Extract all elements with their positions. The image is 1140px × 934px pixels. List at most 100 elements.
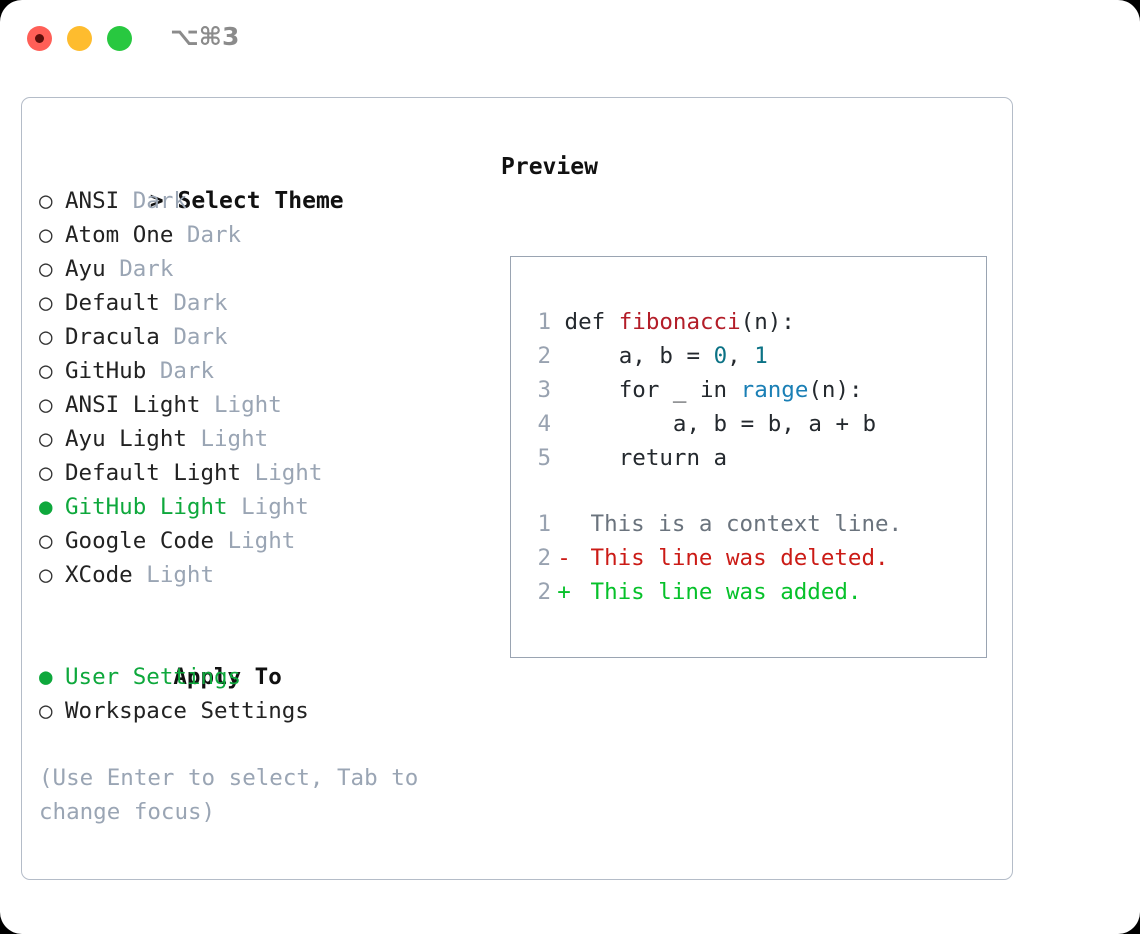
- theme-name: ANSI Light: [65, 392, 201, 418]
- diff-line-number: 2: [537, 545, 551, 571]
- theme-name-tag-gap: [228, 494, 242, 520]
- radio-unselected-icon: ○: [39, 290, 53, 316]
- diff-sign: +: [557, 579, 571, 605]
- theme-name: GitHub Light: [65, 494, 228, 520]
- theme-list-item[interactable]: ○Ayu Dark: [39, 252, 499, 286]
- apply-to-option-label: Workspace Settings: [65, 698, 309, 724]
- theme-category-tag: Light: [227, 528, 296, 554]
- minimize-window-icon[interactable]: [67, 26, 92, 51]
- maximize-window-icon[interactable]: [107, 26, 132, 51]
- apply-to-option[interactable]: ○ Workspace Settings: [39, 694, 499, 728]
- radio-unselected-icon: ○: [39, 528, 53, 554]
- prompt-caret: >: [149, 188, 178, 214]
- diff-line: 2+ This line was added.: [525, 575, 902, 609]
- title-bar: ⌥⌘3: [0, 0, 1140, 78]
- radio-unselected-icon: ○: [39, 256, 53, 282]
- theme-list-item[interactable]: ○Ayu Light Light: [39, 422, 499, 456]
- theme-list-column: > Select Theme ○ANSI Dark○Atom One Dark○…: [39, 150, 499, 728]
- theme-list-item[interactable]: ○ ANSI Light Light: [39, 388, 499, 422]
- radio-selected-icon: ●: [39, 664, 53, 690]
- preview-title: Preview: [501, 154, 598, 180]
- apply-to-options: ● User Settings ○ Workspace Settings: [39, 660, 499, 728]
- diff-gutter-gap: [577, 545, 591, 571]
- code-gutter-gap: [551, 411, 565, 437]
- theme-name: Default: [65, 290, 160, 316]
- theme-list-item[interactable]: ○GitHub Dark: [39, 354, 499, 388]
- radio-unselected-icon: ○: [39, 222, 53, 248]
- diff-sign: -: [557, 545, 571, 571]
- code-line-number: 5: [537, 445, 551, 471]
- code-gutter-gap: [551, 309, 565, 335]
- theme-name-tag-gap: [119, 188, 133, 214]
- code-token-plain: (n):: [808, 377, 863, 403]
- theme-list-item[interactable]: ○XCode Light: [39, 558, 499, 592]
- theme-name-tag-gap: [214, 528, 228, 554]
- theme-name: Dracula: [65, 324, 160, 350]
- theme-category-tag: Dark: [173, 290, 228, 316]
- code-line: 3 for _ in range(n):: [525, 373, 876, 407]
- theme-category-tag: Dark: [186, 222, 242, 248]
- code-token-num: 1: [754, 343, 768, 369]
- code-line-number: 1: [537, 309, 551, 335]
- theme-name: Ayu Light: [65, 426, 187, 452]
- preview-column: Preview 1 def fibonacci(n):2 a, b = 0, 1…: [501, 150, 1001, 658]
- theme-category-tag: Dark: [132, 188, 187, 214]
- diff-line-number: 2: [537, 579, 551, 605]
- close-window-icon[interactable]: [27, 26, 52, 51]
- radio-unselected-icon: ○: [39, 358, 53, 384]
- code-line: 1 def fibonacci(n):: [525, 305, 876, 339]
- theme-list-item[interactable]: ○ Google Code Light: [39, 524, 499, 558]
- theme-name: GitHub: [65, 358, 147, 384]
- apply-to-option-label: User Settings: [65, 664, 242, 690]
- theme-name: Google Code: [65, 528, 215, 554]
- radio-unselected-icon: ○: [39, 698, 53, 724]
- theme-category-tag: Dark: [119, 256, 174, 282]
- code-gutter-gap: [551, 343, 565, 369]
- theme-category-tag: Dark: [173, 324, 228, 350]
- diff-gutter-gap: [577, 579, 591, 605]
- code-token-plain: (n):: [740, 309, 795, 335]
- apply-to-header: Apply To: [39, 626, 499, 690]
- theme-list-item[interactable]: ○ Default Dark: [39, 286, 499, 320]
- diff-text: This is a context line.: [590, 511, 903, 537]
- theme-list-item[interactable]: ○Atom One Dark: [39, 218, 499, 252]
- main-panel: > Select Theme ○ANSI Dark○Atom One Dark○…: [21, 97, 1013, 880]
- theme-list-header: > Select Theme: [39, 150, 499, 214]
- theme-list-item[interactable]: ○Default Light Light: [39, 456, 499, 490]
- code-line: 2 a, b = 0, 1: [525, 339, 876, 373]
- keyboard-hint: (Use Enter to select, Tab to change focu…: [39, 765, 419, 825]
- theme-list-item[interactable]: ○Dracula Dark: [39, 320, 499, 354]
- diff-line-number: 1: [537, 511, 551, 537]
- theme-list-item[interactable]: ○ANSI Dark: [39, 184, 499, 218]
- theme-name: ANSI: [65, 188, 120, 214]
- radio-unselected-icon: ○: [39, 392, 53, 418]
- code-token-builtin: range: [740, 377, 809, 403]
- radio-unselected-icon: ○: [39, 426, 53, 452]
- code-token-plain: a, b = b, a + b: [564, 411, 877, 437]
- theme-name-tag-gap: [106, 256, 120, 282]
- theme-list-title: Select Theme: [177, 188, 344, 214]
- code-gutter-gap: [551, 377, 565, 403]
- code-token-plain: for _ in: [564, 377, 741, 403]
- diff-text: This line was deleted.: [590, 545, 889, 571]
- diff-sign: [551, 507, 577, 541]
- diff-line: 1 This is a context line.: [525, 507, 902, 541]
- radio-selected-icon: ●: [39, 494, 53, 520]
- theme-name: Default Light: [65, 460, 242, 486]
- code-token-func: fibonacci: [618, 309, 741, 335]
- diff-text: This line was added.: [590, 579, 862, 605]
- theme-list-item[interactable]: ● GitHub Light Light: [39, 490, 499, 524]
- theme-category-tag: Light: [214, 392, 282, 418]
- theme-category-tag: Light: [241, 494, 309, 520]
- keyboard-shortcut-label: ⌥⌘3: [170, 22, 240, 51]
- apply-to-option[interactable]: ● User Settings: [39, 660, 499, 694]
- theme-name-tag-gap: [173, 222, 187, 248]
- code-token-plain: return a: [564, 445, 728, 471]
- theme-category-tag: Light: [254, 460, 323, 486]
- apply-to-spacer: [39, 592, 499, 626]
- code-line-number: 3: [537, 377, 551, 403]
- theme-name-tag-gap: [133, 562, 147, 588]
